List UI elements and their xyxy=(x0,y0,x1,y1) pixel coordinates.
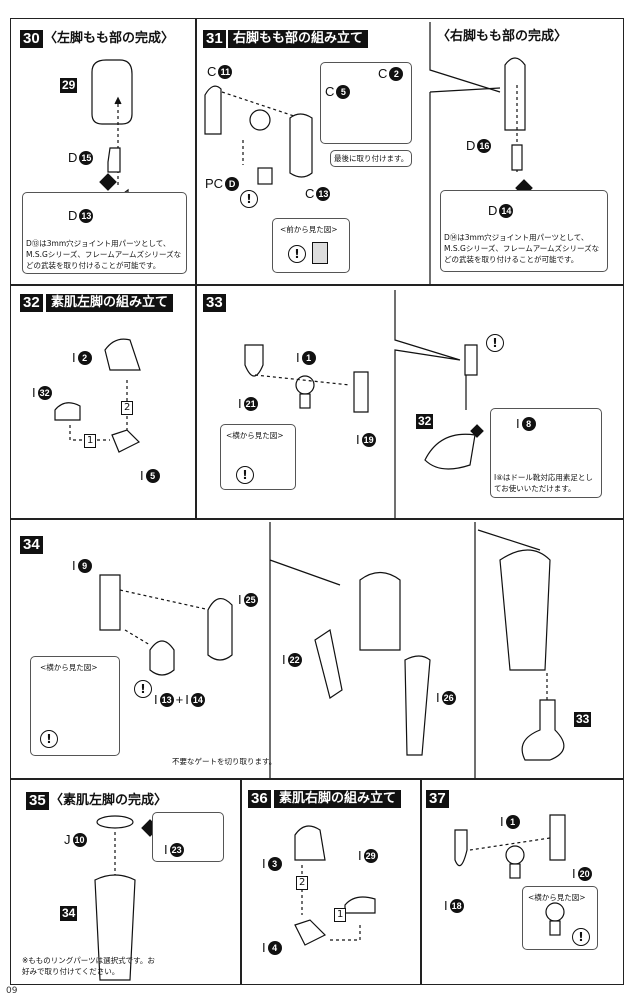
step-number: 34 xyxy=(20,536,43,554)
step-title: 〈素肌左脚の完成〉 xyxy=(50,793,168,808)
callout: 最後に取り付けます。 xyxy=(330,150,413,167)
caution-icon: ! xyxy=(40,730,58,748)
divider xyxy=(195,18,197,284)
divider xyxy=(420,778,422,985)
option-note: I⑧はドール靴対応用素足としてお使いいただけます。 xyxy=(494,473,593,493)
divider xyxy=(240,778,242,985)
caution-icon: ! xyxy=(240,190,258,208)
step-subtitle: 〈右脚もも部の完成〉 xyxy=(437,29,568,44)
step-number: 37 xyxy=(426,790,449,808)
step-title: 素肌右脚の組み立て xyxy=(274,790,402,808)
option-box xyxy=(440,190,608,272)
step-title: 素肌左脚の組み立て xyxy=(46,294,174,312)
caution-icon: ! xyxy=(572,928,590,946)
step-number: 35 xyxy=(26,792,49,810)
divider xyxy=(10,518,624,520)
divider xyxy=(10,778,624,780)
step-number: 36 xyxy=(248,790,271,808)
option-box xyxy=(22,192,187,274)
caution-icon: ! xyxy=(236,466,254,484)
part-label: 29 xyxy=(60,78,78,93)
view-caption: <前から見た図> xyxy=(280,225,338,234)
page-frame xyxy=(10,18,624,985)
step-title: 右脚もも部の組み立て xyxy=(228,30,369,48)
order-marker: 2 xyxy=(296,876,309,890)
option-note: D⑭は3mm穴ジョイント用パーツとして、M.S.Gシリーズ、フレームアームズシリ… xyxy=(444,233,600,264)
view-caption: <横から見た図> xyxy=(40,663,98,672)
divider xyxy=(195,284,197,518)
part-label: 33 xyxy=(574,712,592,727)
selection-note: ※もものリングパーツは選択式です。お好みで取り付けてください。 xyxy=(22,956,155,976)
part-label: 34 xyxy=(60,906,78,921)
view-caption: <横から見た図> xyxy=(226,431,284,440)
view-caption: <横から見た図> xyxy=(528,893,586,902)
divider xyxy=(10,284,624,286)
option-box xyxy=(152,812,224,862)
part-label: 32 xyxy=(416,414,434,429)
gate-note: 不要なゲートを切り取ります。 xyxy=(172,757,277,766)
caution-icon: ! xyxy=(288,245,306,263)
side-view-box xyxy=(220,424,296,490)
front-view-box xyxy=(272,218,350,273)
socket-front-view xyxy=(312,242,328,264)
caution-icon: ! xyxy=(486,334,504,352)
option-note: D⑬は3mm穴ジョイント用パーツとして、M.S.Gシリーズ、フレームアームズシリ… xyxy=(26,239,182,270)
caution-icon: ! xyxy=(134,680,152,698)
step-number: 33 xyxy=(203,294,226,312)
order-marker: 2 xyxy=(121,401,134,415)
order-marker: 1 xyxy=(334,908,347,922)
step-number: 31 xyxy=(203,30,226,48)
page-number: 09 xyxy=(6,986,18,996)
side-view-box xyxy=(522,886,598,950)
order-marker: 1 xyxy=(84,434,97,448)
step-number: 30 xyxy=(20,30,43,48)
option-box xyxy=(490,408,602,498)
step-number: 32 xyxy=(20,294,43,312)
step-title: 〈左脚もも部の完成〉 xyxy=(44,31,175,46)
